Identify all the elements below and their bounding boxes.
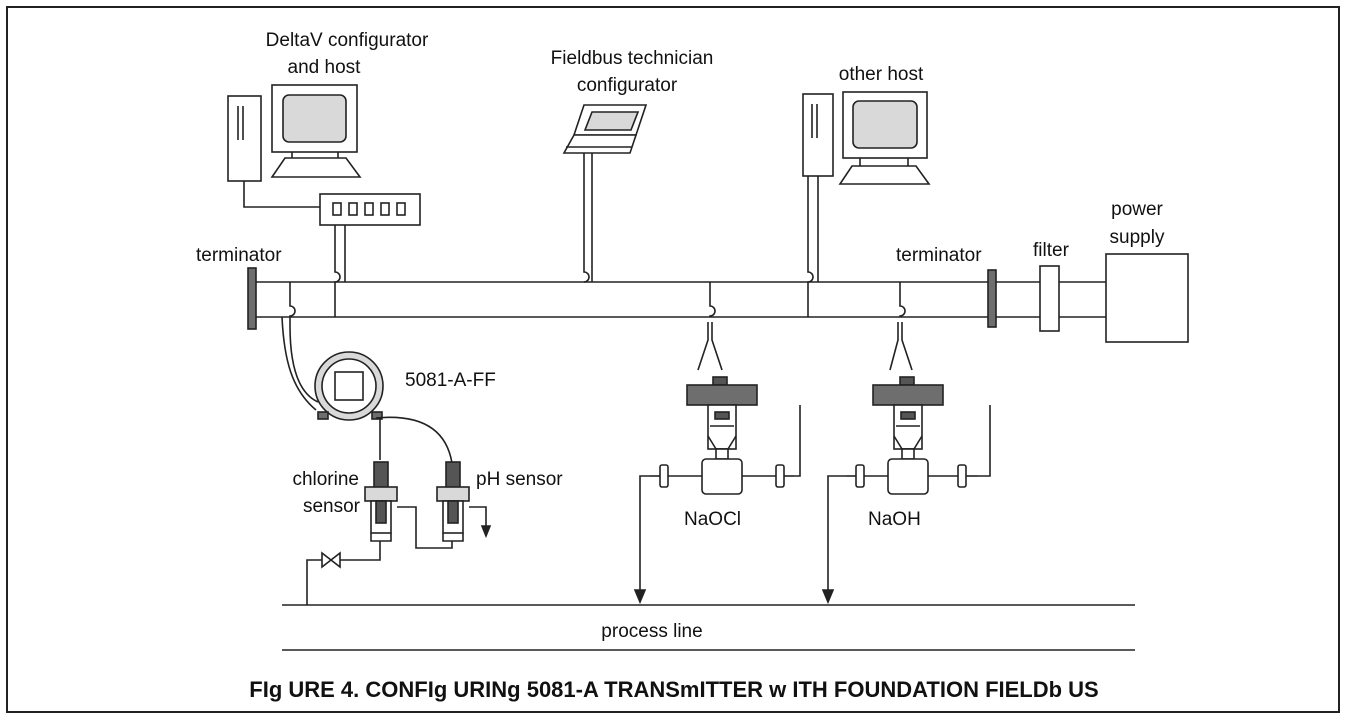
naoh-discharge-line [827, 475, 846, 590]
transmitter-label: 5081-A-FF [405, 370, 496, 391]
bus-drop-lines [334, 153, 819, 317]
naoh-pump-icon [846, 376, 978, 495]
terminator-right-label: terminator [896, 245, 982, 266]
figure-frame [6, 6, 1340, 713]
naoh-bus-drop [889, 282, 913, 371]
other-host-tower [802, 93, 834, 177]
naocl-pump-icon [650, 376, 794, 495]
process-line-label: process line [601, 621, 702, 642]
terminator-left [247, 267, 257, 330]
naoh-arrow [821, 589, 835, 605]
needle-valve-icon [321, 551, 341, 569]
ph-sensor-label: pH sensor [476, 469, 563, 490]
terminator-left-label: terminator [196, 245, 282, 266]
figure-caption: FIg URE 4. CONFIg URINg 5081-A TRANSmITT… [249, 677, 1098, 702]
chlorine-label-1: chlorine [292, 469, 359, 490]
fieldbus-trunk [256, 281, 1106, 318]
deltav-label-1: DeltaV configurator [266, 30, 429, 51]
sensor-plumbing [306, 506, 487, 605]
terminator-right [987, 269, 997, 328]
naocl-discharge-line [639, 475, 650, 590]
naoh-label: NaOH [868, 509, 921, 530]
chlorine-label-2: sensor [303, 496, 361, 517]
fieldbus-label-2: configurator [577, 75, 678, 96]
laptop-icon [562, 104, 648, 154]
deltav-host-tower [227, 95, 262, 182]
power-supply-label-1: power [1111, 199, 1163, 220]
naocl-return-line [794, 405, 801, 477]
drain-arrow [480, 525, 492, 539]
other-host-label: other host [839, 64, 924, 85]
sensor-leads [375, 416, 453, 464]
naocl-arrow [633, 589, 647, 605]
fieldbus-label-1: Fieldbus technician [551, 48, 714, 69]
chlorine-sensor-icon [364, 461, 398, 542]
naocl-label: NaOCl [684, 509, 741, 530]
filter-label: filter [1033, 240, 1070, 261]
ph-sensor-icon [436, 461, 470, 542]
naoh-return-line [978, 405, 991, 477]
filter-box [1039, 265, 1060, 332]
transmitter-5081-icon [314, 351, 384, 421]
deltav-cable [243, 181, 320, 208]
naocl-bus-drop [697, 282, 723, 371]
deltav-host-monitor-icon [270, 84, 362, 178]
deltav-label-2: and host [288, 57, 362, 78]
power-supply-box [1105, 253, 1189, 343]
other-host-monitor-icon [838, 91, 931, 185]
deltav-interface-card [319, 193, 421, 226]
power-supply-label-2: supply [1110, 227, 1165, 248]
transmitter-cable [281, 282, 319, 411]
